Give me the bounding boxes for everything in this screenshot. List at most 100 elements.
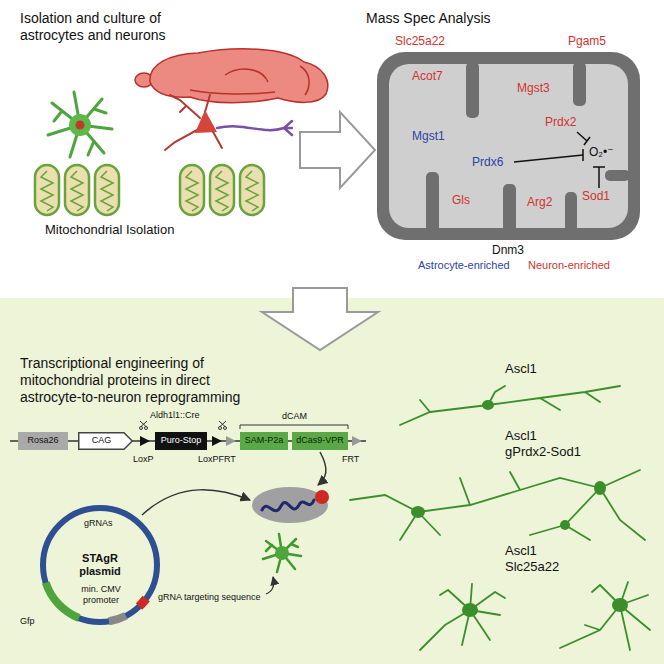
outer-membrane	[377, 52, 640, 240]
label-text: Mass Spec Analysis	[366, 10, 491, 27]
neuron-drawing	[400, 386, 620, 425]
bracket	[240, 425, 348, 429]
protein-name: Mgst1	[412, 130, 445, 144]
gfp-segment	[46, 583, 79, 618]
inhibition-bar	[593, 166, 605, 168]
word: gRNAs	[84, 518, 113, 528]
plasmid-backbone	[43, 508, 157, 622]
word: Dnm3	[492, 243, 524, 257]
word: LoxPFRT	[198, 454, 236, 464]
curved-arrow	[142, 490, 250, 515]
label-text: Ascl1	[505, 361, 537, 377]
word: LoxP	[133, 454, 154, 464]
scissors-icon	[140, 421, 227, 430]
word: Astrocyte-enriched	[418, 259, 510, 271]
plasmid-name: STAgR plasmid	[69, 552, 131, 578]
label-text: Dnm3	[492, 243, 524, 257]
word: Ascl1	[505, 361, 537, 376]
word: Ascl1	[505, 428, 537, 443]
word: Mass	[366, 10, 399, 26]
promoter-arrow	[79, 433, 133, 450]
word: Gfp	[20, 616, 35, 626]
protein-name: Acot7	[412, 70, 443, 84]
word: FRT	[342, 454, 359, 464]
word: Mgst3	[517, 81, 550, 95]
astrocyte-drawing	[263, 534, 301, 572]
word: and	[88, 27, 111, 43]
construct-box: Rosa26	[18, 432, 68, 450]
box-label: dCas9-VPR	[296, 436, 344, 446]
crista	[503, 184, 516, 232]
word: engineering	[115, 355, 188, 371]
word: targeting	[184, 592, 219, 602]
label-text: Gfp	[20, 616, 35, 627]
label-text: gRNAs	[84, 518, 113, 529]
word: STAgR	[82, 552, 118, 564]
word: Slc25a22	[505, 559, 559, 574]
label-text: Astrocyte-enriched	[418, 259, 510, 272]
word: direct	[176, 372, 210, 388]
word: Gls	[452, 193, 470, 207]
label-text: Neuron-enriched	[528, 259, 610, 272]
word: Arg2	[527, 195, 552, 209]
protein-name: Mgst3	[517, 82, 550, 96]
label-text: gRNA targeting sequence	[158, 592, 261, 603]
word: Isolation	[20, 10, 72, 26]
word: Sod1	[582, 189, 610, 203]
neuron-soma	[411, 506, 425, 518]
word: CMV	[101, 584, 121, 594]
inhibition-bar	[584, 137, 590, 145]
protein-name: Prdx2	[545, 116, 576, 130]
word: in	[161, 372, 172, 388]
word: SAM-P2a	[245, 435, 284, 445]
frt-site	[352, 436, 362, 446]
crista	[605, 170, 630, 181]
label-text: Ascl1 Slc25a22	[505, 543, 545, 574]
word: astrocyte-to-neuron	[20, 389, 141, 405]
word: Rosa26	[27, 435, 58, 445]
neuron-drawing	[350, 470, 645, 540]
mitochondrion-icon	[240, 165, 264, 215]
box-label: CAG	[92, 436, 112, 446]
word: Mgst1	[412, 129, 445, 143]
word: dCAM	[282, 411, 307, 421]
word: Neuron-enriched	[528, 259, 610, 271]
word: Prdx2	[545, 115, 576, 129]
protein-name: Prdx6	[472, 156, 503, 170]
inhibition-line	[514, 155, 583, 162]
word: Prdx6	[472, 155, 503, 169]
word: of	[149, 10, 161, 26]
label-text: min. CMV promoter	[77, 584, 125, 606]
word: Mitochondrial	[45, 222, 122, 237]
mitochondrion-icon	[65, 165, 89, 215]
word: astrocytes	[20, 27, 84, 43]
mitochondrion-icon	[95, 165, 119, 215]
loxp-site	[140, 436, 150, 446]
label-text: Slc25a22	[395, 34, 445, 48]
green-panel	[0, 298, 664, 664]
protein-name: Gls	[452, 194, 470, 208]
crista	[573, 62, 586, 106]
neuron-soma	[612, 598, 628, 612]
word: Acot7	[412, 69, 443, 83]
frt-site	[226, 436, 236, 446]
curved-arrow	[318, 452, 326, 485]
grna-target-segment	[139, 599, 146, 607]
word: Ascl1	[505, 543, 537, 558]
label-text: LoxP	[133, 454, 154, 465]
word: reprogramming	[145, 389, 240, 405]
crista	[426, 172, 439, 232]
word: sequence	[222, 592, 261, 602]
word: Isolation	[126, 222, 174, 237]
protein-name: O₂•⁻	[589, 146, 614, 160]
label-text: Mitochondrial Isolation	[45, 222, 174, 238]
word: gPrdx2-Sod1	[505, 444, 581, 459]
crista	[466, 62, 479, 118]
label-text: Aldh1l1::Cre	[150, 410, 200, 421]
word: Pgam5	[568, 34, 606, 48]
mitochondrion-icon	[210, 165, 234, 215]
dcas9-complex	[252, 487, 329, 523]
word: CAG	[92, 435, 112, 445]
